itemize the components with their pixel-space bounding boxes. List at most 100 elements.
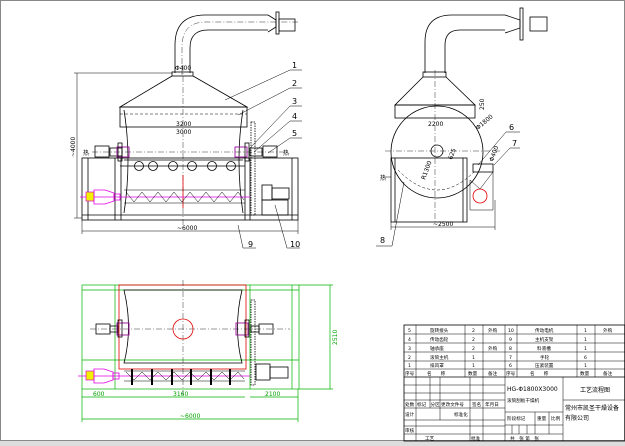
table-cell-text: 3: [408, 346, 411, 352]
side-dim-radius: R1300: [420, 160, 433, 181]
table-cell-text: 1: [472, 363, 475, 369]
callout-5: 5: [292, 129, 297, 138]
screw-conveyor: [125, 191, 245, 203]
plan-right-motor: [255, 363, 289, 381]
rev-header-zone: 分区: [431, 401, 441, 408]
table-cell-text: 5: [408, 328, 411, 334]
sheet-count: 共 张 第 张: [510, 435, 539, 442]
side-dim-width: ~2500: [433, 221, 453, 228]
rev-header-mark: 标记: [417, 401, 427, 408]
table-cell-text: 1: [472, 355, 475, 361]
table-cell-text: 压紧装置: [535, 362, 554, 369]
side-drum: [390, 105, 484, 199]
parts-header: 序号名 称数量备注 序号名 称数量备注: [405, 370, 613, 377]
plan-support-legs: [131, 369, 231, 385]
scraper-rollers: [120, 161, 245, 171]
left-bearing: [94, 142, 130, 162]
rev-header-doc: 更改文件号: [441, 401, 464, 408]
stage-mark-label: 阶段标记: [507, 415, 526, 422]
table-cell-text: 7: [509, 355, 512, 361]
side-inlet-label: 热: [380, 174, 386, 182]
table-cell-text: 外购: [488, 327, 498, 334]
table-cell-text: 1: [584, 363, 587, 369]
side-view: 热 2200 250 Φ1800 Φ400 R1300 625 ~2500 6 …: [376, 7, 548, 247]
review-label: 审核: [405, 427, 415, 434]
callout-leaders: [224, 69, 302, 249]
table-cell-text: 1: [584, 337, 587, 343]
main-frame: [81, 157, 299, 221]
table-cell-text: 排风罩: [430, 362, 444, 369]
fan-motor: [278, 18, 296, 32]
table-cell-text: 数量: [580, 370, 590, 377]
callout-9: 9: [248, 240, 253, 249]
table-cell-text: 备注: [488, 370, 498, 377]
table-cell-text: 名 称: [427, 370, 446, 377]
table-cell-text: 备注: [603, 370, 613, 377]
inlet-label-right: 热: [283, 149, 289, 157]
table-cell-text: 4: [408, 337, 411, 343]
side-exhaust-pipe: [424, 14, 505, 73]
hood-flange: [171, 71, 194, 77]
rev-header-count: 处数: [405, 401, 415, 408]
table-cell-text: 轴承座: [430, 345, 444, 352]
plan-dim-depth: 2510: [332, 330, 339, 345]
left-drive-motor: [85, 189, 121, 205]
table-cell-text: 手轮: [540, 354, 550, 361]
plan-drum: [123, 289, 243, 364]
callout-7: 7: [512, 139, 517, 148]
plan-outlet-circle: [172, 318, 194, 340]
callout-6: 6: [509, 123, 514, 132]
table-cell-text: 旋转接头: [430, 327, 449, 334]
dim-length: ~6000: [177, 225, 197, 232]
company-name-line1: 常州市凯圣干燥设备: [565, 404, 619, 412]
side-fan-motor: [529, 16, 548, 32]
side-dim-hood-width: 2200: [428, 121, 443, 128]
table-cell-text: 10: [508, 328, 514, 334]
callout-10: 10: [290, 240, 300, 249]
callout-8: 8: [380, 236, 385, 245]
right-bearing: [234, 142, 278, 162]
company-name-line2: 有限公司: [565, 414, 589, 422]
approve-label: 批准: [471, 435, 481, 442]
table-cell-text: 1: [584, 346, 587, 352]
rev-header-sign: 签名: [472, 401, 481, 408]
dim-pipe-dia: Φ400: [175, 65, 191, 72]
weight-label: 重量: [537, 415, 547, 422]
callout-3: 3: [292, 97, 297, 106]
model-number: HG-Φ1800X3000: [507, 386, 558, 393]
table-cell-text: 主机支架: [535, 336, 554, 343]
callout-4: 4: [292, 112, 297, 121]
table-cell-text: 1: [584, 328, 587, 334]
table-cell-text: 1: [408, 363, 411, 369]
rev-header-date: 年月日: [485, 401, 499, 408]
table-cell-text: 数量: [468, 370, 478, 377]
plan-screw-conveyor: [124, 370, 245, 382]
exhaust-pipe: [174, 14, 268, 73]
dim-height: ~4000: [70, 137, 77, 157]
table-cell-text: 2: [472, 328, 475, 334]
side-dim-drum-dia: Φ1800: [475, 113, 495, 131]
standardize-label: 标准化: [454, 411, 468, 418]
drum: [123, 109, 244, 214]
callout-2: 2: [292, 79, 297, 88]
plan-dim-right: 2100: [265, 391, 280, 398]
press-device: [472, 163, 494, 173]
side-dim-offset: 625: [447, 147, 458, 160]
table-cell-text: 2: [472, 346, 475, 352]
front-view: 热 热 ~4000 Φ400 3: [70, 11, 302, 249]
table-cell-text: 滚筒主机: [430, 354, 449, 361]
right-drive-motor: [261, 184, 290, 216]
table-cell-text: 2: [408, 355, 411, 361]
table-cell-text: 传动齿轮: [430, 336, 449, 343]
plan-left-motor: [85, 368, 120, 384]
inlet-label-left: 热: [83, 149, 89, 157]
scale-label: 比例: [551, 415, 561, 422]
product-name: 滚筒刮板干燥机: [507, 397, 540, 404]
